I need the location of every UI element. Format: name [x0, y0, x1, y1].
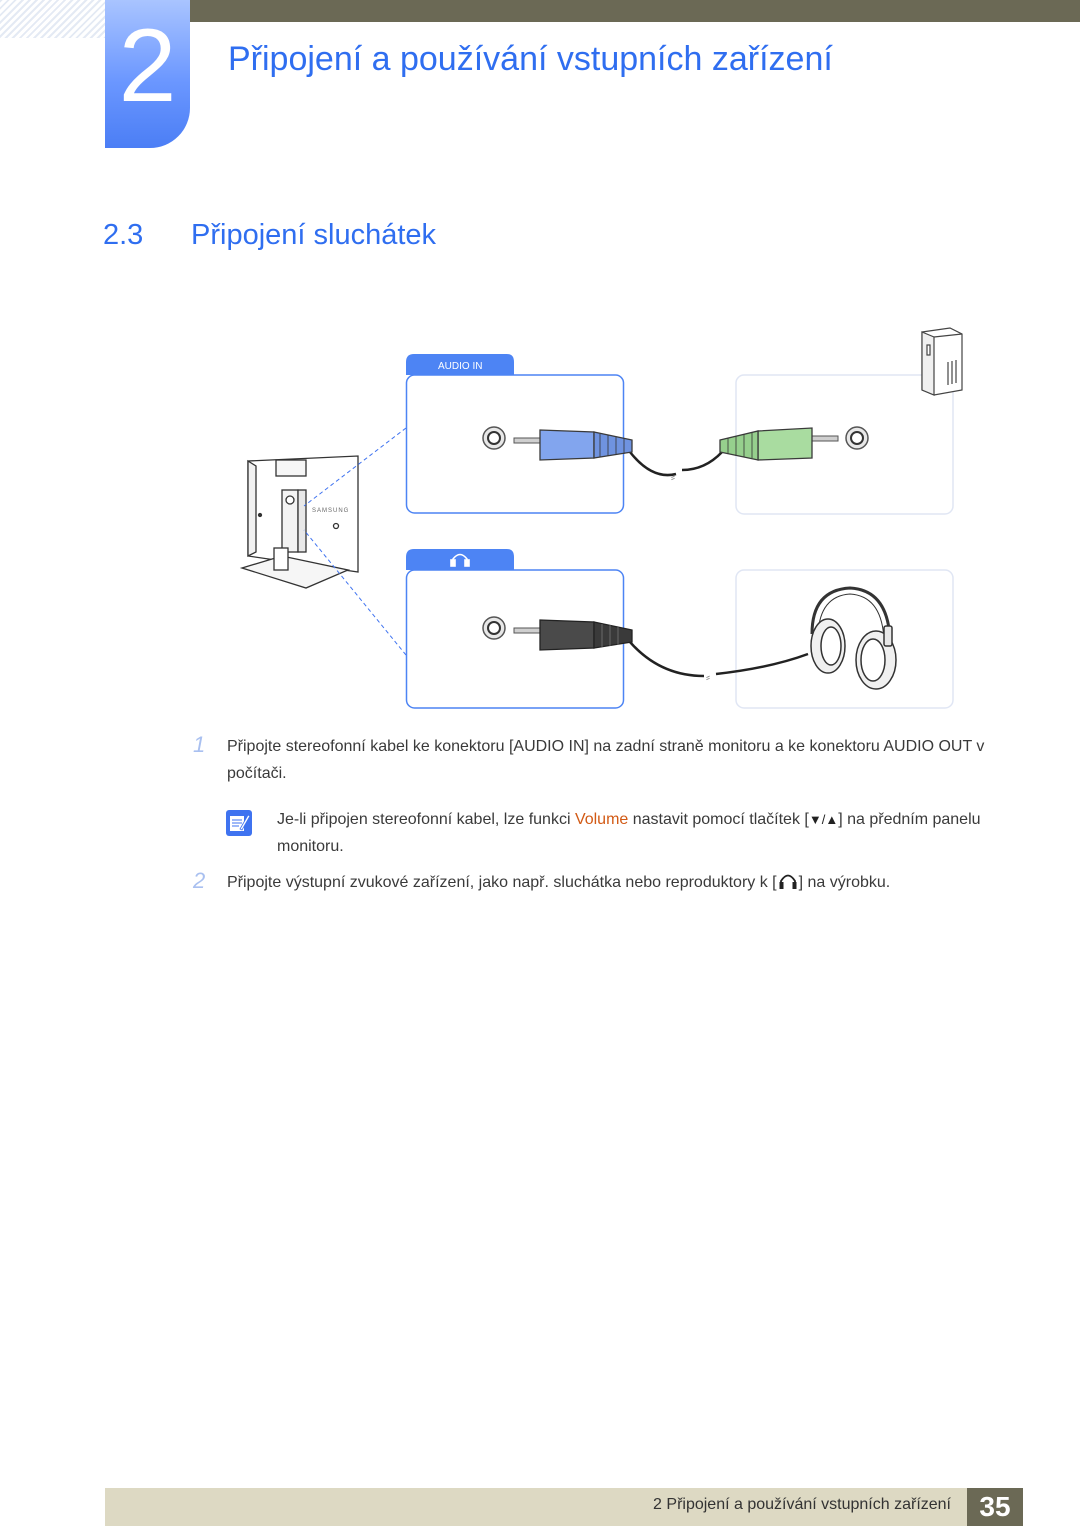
- section-title: Připojení sluchátek: [191, 219, 437, 251]
- volume-highlight: Volume: [574, 811, 629, 828]
- headphone-connection-diagram: SAMSUNG AUDIO IN: [239, 327, 963, 709]
- headphone-jack: [482, 616, 506, 640]
- step-1-text: Připojte stereofonní kabel ke konektoru …: [227, 738, 985, 782]
- note-icon: [226, 810, 252, 836]
- headphones-illustration: [810, 586, 897, 690]
- chapter-badge: 2: [105, 0, 190, 148]
- svg-text:⸗: ⸗: [706, 670, 710, 684]
- pc-audio-out-jack: [845, 426, 869, 450]
- headphone-out-panel: [405, 549, 625, 709]
- chapter-number: 2: [118, 8, 177, 124]
- note-text-part-1: Je-li připojen stereofonní kabel, lze fu…: [277, 811, 575, 828]
- headphone-cable: ⸗: [513, 619, 809, 684]
- note-text-part-2: nastavit pomocí tlačítek [: [628, 811, 809, 828]
- chapter-title: Připojení a používání vstupních zařízení: [228, 40, 833, 78]
- header-bar: [190, 0, 1080, 22]
- note-text: Je-li připojen stereofonní kabel, lze fu…: [277, 806, 1017, 860]
- audio-in-panel: [405, 354, 625, 514]
- pc-tower-icon: [921, 327, 963, 396]
- monitor-brand-label: SAMSUNG: [312, 508, 349, 514]
- step-2-text-part-1: Připojte výstupní zvukové zařízení, jako…: [227, 874, 777, 891]
- svg-text:⸗: ⸗: [671, 470, 675, 484]
- footer-chapter-title: 2 Připojení a používání vstupních zaříze…: [653, 1496, 951, 1513]
- step-2-text: Připojte výstupní zvukové zařízení, jako…: [227, 869, 1017, 896]
- header-hatch-decoration: [0, 0, 105, 38]
- audio-in-tab-label: AUDIO IN: [438, 361, 482, 372]
- note-text-part-3: ] na předním panelu monitoru.: [277, 811, 981, 855]
- stereo-cable: ⸗: [513, 427, 839, 484]
- section-number: 2.3: [103, 219, 144, 251]
- monitor-rear-illustration: [239, 455, 359, 589]
- headphone-tab-icon: [450, 553, 470, 567]
- step-1-number: 1: [193, 732, 206, 757]
- volume-buttons-symbol: ▼/▲: [808, 812, 839, 827]
- step-2-number: 2: [193, 868, 206, 893]
- headphone-icon: [779, 874, 797, 889]
- callout-lines: [303, 427, 407, 656]
- audio-in-jack: [482, 426, 506, 450]
- footer-bar: 2 Připojení a používání vstupních zaříze…: [105, 1488, 967, 1526]
- step-2-text-part-2: ] na výrobku.: [798, 874, 891, 891]
- page-number: 35: [967, 1488, 1023, 1526]
